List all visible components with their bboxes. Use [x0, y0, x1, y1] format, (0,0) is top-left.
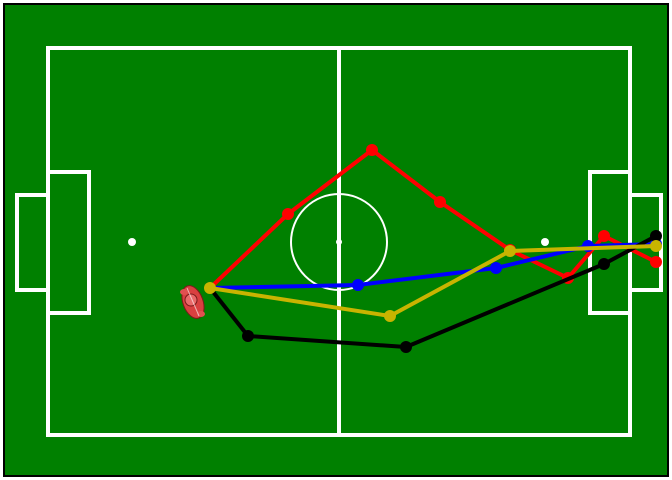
waypoint-marker	[352, 279, 364, 291]
center-spot	[336, 239, 342, 245]
waypoint-marker	[598, 230, 610, 242]
robot-arm-left	[180, 289, 188, 295]
waypoint-marker	[434, 196, 446, 208]
waypoint-marker	[384, 310, 396, 322]
right-penalty-spot	[541, 238, 549, 246]
robot-head	[185, 294, 197, 306]
left-penalty-spot	[128, 238, 136, 246]
waypoint-marker	[400, 341, 412, 353]
waypoint-marker	[282, 208, 294, 220]
waypoint-marker	[650, 256, 662, 268]
waypoint-marker	[366, 144, 378, 156]
start-marker	[204, 282, 216, 294]
waypoint-marker	[242, 330, 254, 342]
pitch-surface	[4, 4, 668, 476]
waypoint-marker	[504, 245, 516, 257]
waypoint-marker	[650, 240, 662, 252]
waypoint-marker	[598, 258, 610, 270]
waypoint-marker	[490, 262, 502, 274]
